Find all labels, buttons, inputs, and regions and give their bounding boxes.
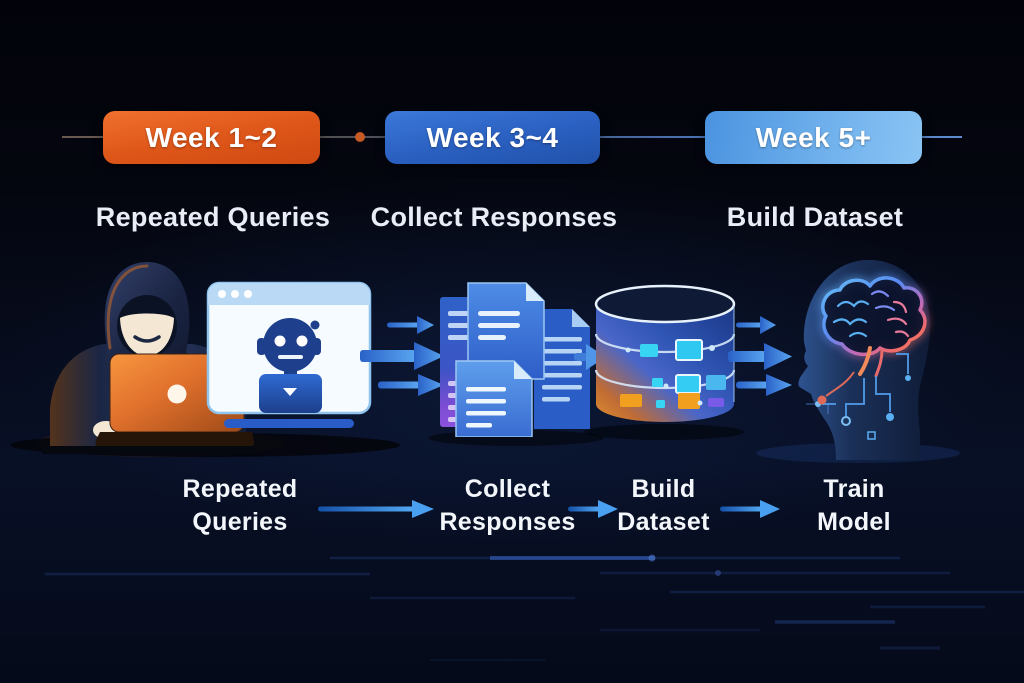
document-front-bottom xyxy=(455,360,533,437)
stage-title-collect-responses: Collect Responses xyxy=(370,202,618,232)
db-chip-blue xyxy=(706,375,726,390)
right-arrow-medium xyxy=(736,374,792,396)
flow-step-line2: Queries xyxy=(192,508,288,536)
hood-rim-light xyxy=(106,264,149,350)
document-front-top xyxy=(467,282,545,380)
circuit-node xyxy=(817,395,827,405)
db-chip-cyan xyxy=(640,344,658,357)
hacker-face xyxy=(120,313,174,356)
robot-head xyxy=(263,318,317,372)
flow-step-line2: Model xyxy=(817,508,891,536)
flow-step-build-dataset: Build Dataset xyxy=(606,473,721,539)
badge-week-3-4: Week 3~4 xyxy=(385,111,600,164)
browser-dot xyxy=(244,290,252,298)
circuit-trace-red xyxy=(825,371,855,397)
right-arrow-small xyxy=(736,316,776,334)
db-chip-cyan xyxy=(652,378,663,387)
hooded-hacker-icon xyxy=(42,262,254,454)
db-top xyxy=(594,284,736,324)
laptop-logo xyxy=(167,384,187,404)
decor-bottom-lines xyxy=(45,554,1024,661)
brain-outline xyxy=(821,276,927,357)
ai-brain-head-icon xyxy=(798,259,931,460)
brain-stem xyxy=(874,348,884,378)
robot-ear xyxy=(257,338,266,355)
db-chip-orange xyxy=(678,393,700,409)
circuit-traces xyxy=(822,353,909,416)
db-node xyxy=(663,383,669,389)
db-node xyxy=(625,347,631,353)
brain-fold xyxy=(886,300,910,338)
db-chip-cyan xyxy=(656,400,665,408)
database-cylinder-icon xyxy=(594,284,736,422)
browser-dot xyxy=(231,290,239,298)
stage-title-build-dataset: Build Dataset xyxy=(726,202,904,232)
db-band-line xyxy=(594,333,736,354)
flow-arrow-icon xyxy=(568,500,618,518)
badge-week-5-plus: Week 5+ xyxy=(705,111,922,164)
brain-fold xyxy=(832,318,868,326)
robot-antenna xyxy=(310,320,320,330)
db-chip-purple xyxy=(708,398,724,407)
hacker-smile xyxy=(133,335,161,343)
brain-stem xyxy=(858,346,872,376)
brain-fold xyxy=(848,331,868,338)
right-arrow-small xyxy=(387,316,434,334)
circuit-brain xyxy=(818,274,929,378)
flow-step-train-model: Train Model xyxy=(798,473,910,539)
db-chip-orange xyxy=(620,394,642,407)
brain-fold xyxy=(836,300,870,308)
flow-step-collect-responses: Collect Responses xyxy=(430,473,585,539)
circuit-node xyxy=(841,416,851,426)
window-base-bar xyxy=(224,419,354,428)
documents-stack-icon xyxy=(440,282,590,437)
circuit-node xyxy=(905,375,911,381)
brain-fold xyxy=(870,290,896,312)
db-chip-cyan xyxy=(675,374,701,394)
robot-neck xyxy=(284,369,297,377)
arrow-group-dataset xyxy=(728,316,792,396)
right-arrow-medium xyxy=(378,374,444,396)
flow-step-line1: Train xyxy=(823,475,885,503)
circuit-node xyxy=(886,413,894,421)
arrow-group-queries xyxy=(360,316,444,396)
flow-step-line1: Build xyxy=(631,475,696,503)
browser-header xyxy=(208,283,370,305)
db-node xyxy=(709,345,715,351)
chatbot-browser-icon xyxy=(206,281,372,428)
robot-ear xyxy=(312,338,321,355)
document-back-right xyxy=(534,309,590,429)
flow-arrow-icon xyxy=(318,500,434,518)
robot-mouth xyxy=(278,355,303,359)
desk xyxy=(42,446,254,454)
db-chip-cyan xyxy=(675,339,703,361)
robot-eye xyxy=(274,335,286,347)
stage-title-repeated-queries: Repeated Queries xyxy=(95,202,331,232)
flow-step-line1: Repeated xyxy=(182,475,298,503)
flow-step-line2: Responses xyxy=(439,508,576,536)
badge-week-1-2: Week 1~2 xyxy=(103,111,320,164)
db-node xyxy=(697,400,703,406)
circuit-node xyxy=(867,431,876,440)
flow-step-line1: Collect xyxy=(464,475,551,503)
right-arrow-large xyxy=(360,342,444,370)
flow-arrow-icon xyxy=(720,500,780,518)
right-arrow-large xyxy=(728,343,792,370)
browser-dot xyxy=(218,290,226,298)
chevron-down-icon xyxy=(283,388,297,396)
robot-eye xyxy=(296,335,308,347)
flow-step-line2: Dataset xyxy=(617,508,710,536)
timeline-dot xyxy=(355,132,365,142)
laptop-base xyxy=(95,432,254,450)
flow-step-repeated-queries: Repeated Queries xyxy=(155,473,325,539)
